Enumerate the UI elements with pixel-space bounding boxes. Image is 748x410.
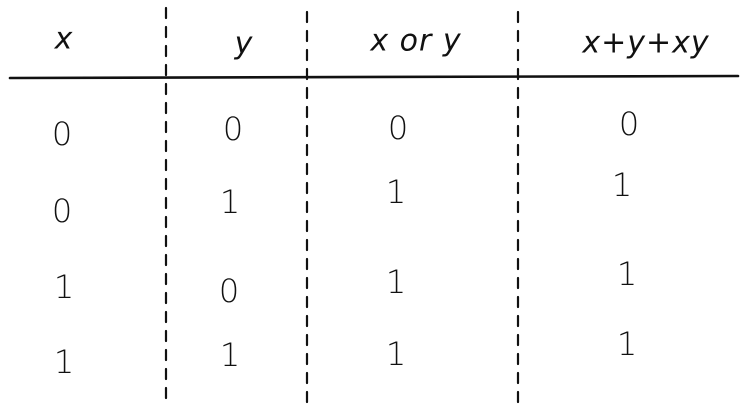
cell-x: 1 [54,343,74,381]
cell-y: 0 [219,272,239,310]
header-y: y [234,27,254,62]
cell-x-plus-y-plus-xy: 1 [617,325,637,363]
header-row: x y x or y x+y+xy [54,22,710,62]
cell-x-or-y: 1 [386,173,406,211]
cell-y: 0 [223,110,243,148]
cell-x-or-y: 0 [388,109,408,147]
header-x: x [54,22,74,57]
table-row: 1 1 1 1 [54,325,637,381]
cell-x: 0 [52,192,72,230]
cell-x: 0 [52,115,72,153]
cell-x-or-y: 1 [386,335,406,373]
table-row: 1 0 1 1 [54,255,637,310]
cell-y: 1 [220,336,240,374]
table-row: 0 0 0 0 [52,105,639,153]
header-underline [8,74,740,80]
header-x-or-y: x or y [369,24,462,59]
cell-x: 1 [54,268,74,306]
table-row: 0 1 1 1 [52,166,632,230]
cell-x-plus-y-plus-xy: 1 [617,255,637,293]
cell-y: 1 [220,183,240,221]
cell-x-plus-y-plus-xy: 1 [612,166,632,204]
cell-x-or-y: 1 [386,263,406,301]
cell-x-plus-y-plus-xy: 0 [619,105,639,143]
header-x-plus-y-plus-xy: x+y+xy [581,26,710,61]
